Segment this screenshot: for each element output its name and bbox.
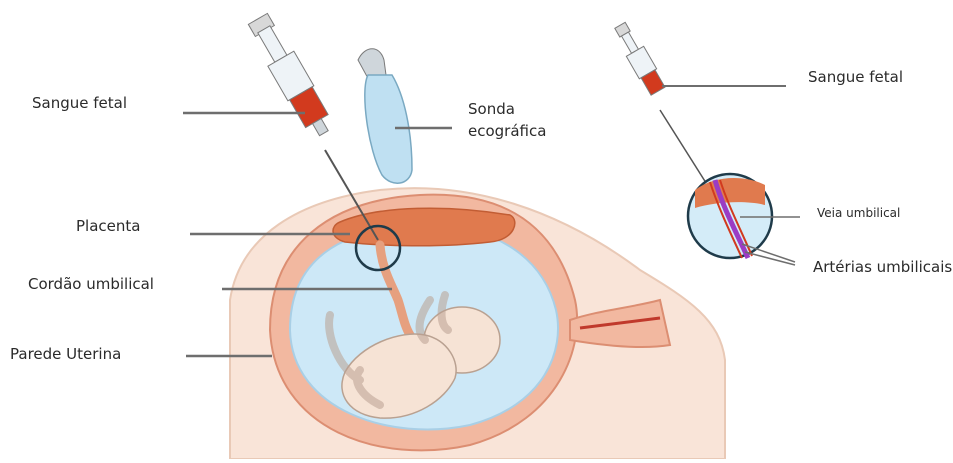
label-cordao-umbilical: Cordão umbilical bbox=[28, 273, 154, 295]
label-sonda-ecografica: Sonda ecográfica bbox=[468, 98, 578, 142]
syringe-left bbox=[245, 11, 337, 140]
label-veia-umbilical: Veia umbilical bbox=[817, 205, 900, 221]
label-placenta: Placenta bbox=[76, 215, 140, 237]
ultrasound-probe bbox=[358, 49, 412, 183]
label-parede-uterina: Parede Uterina bbox=[10, 343, 121, 365]
label-arterias-umbilicais: Artérias umbilicais bbox=[813, 256, 952, 278]
label-sangue-fetal-right: Sangue fetal bbox=[808, 66, 903, 88]
label-sangue-fetal-left: Sangue fetal bbox=[32, 92, 127, 114]
syringe-right bbox=[611, 20, 666, 96]
